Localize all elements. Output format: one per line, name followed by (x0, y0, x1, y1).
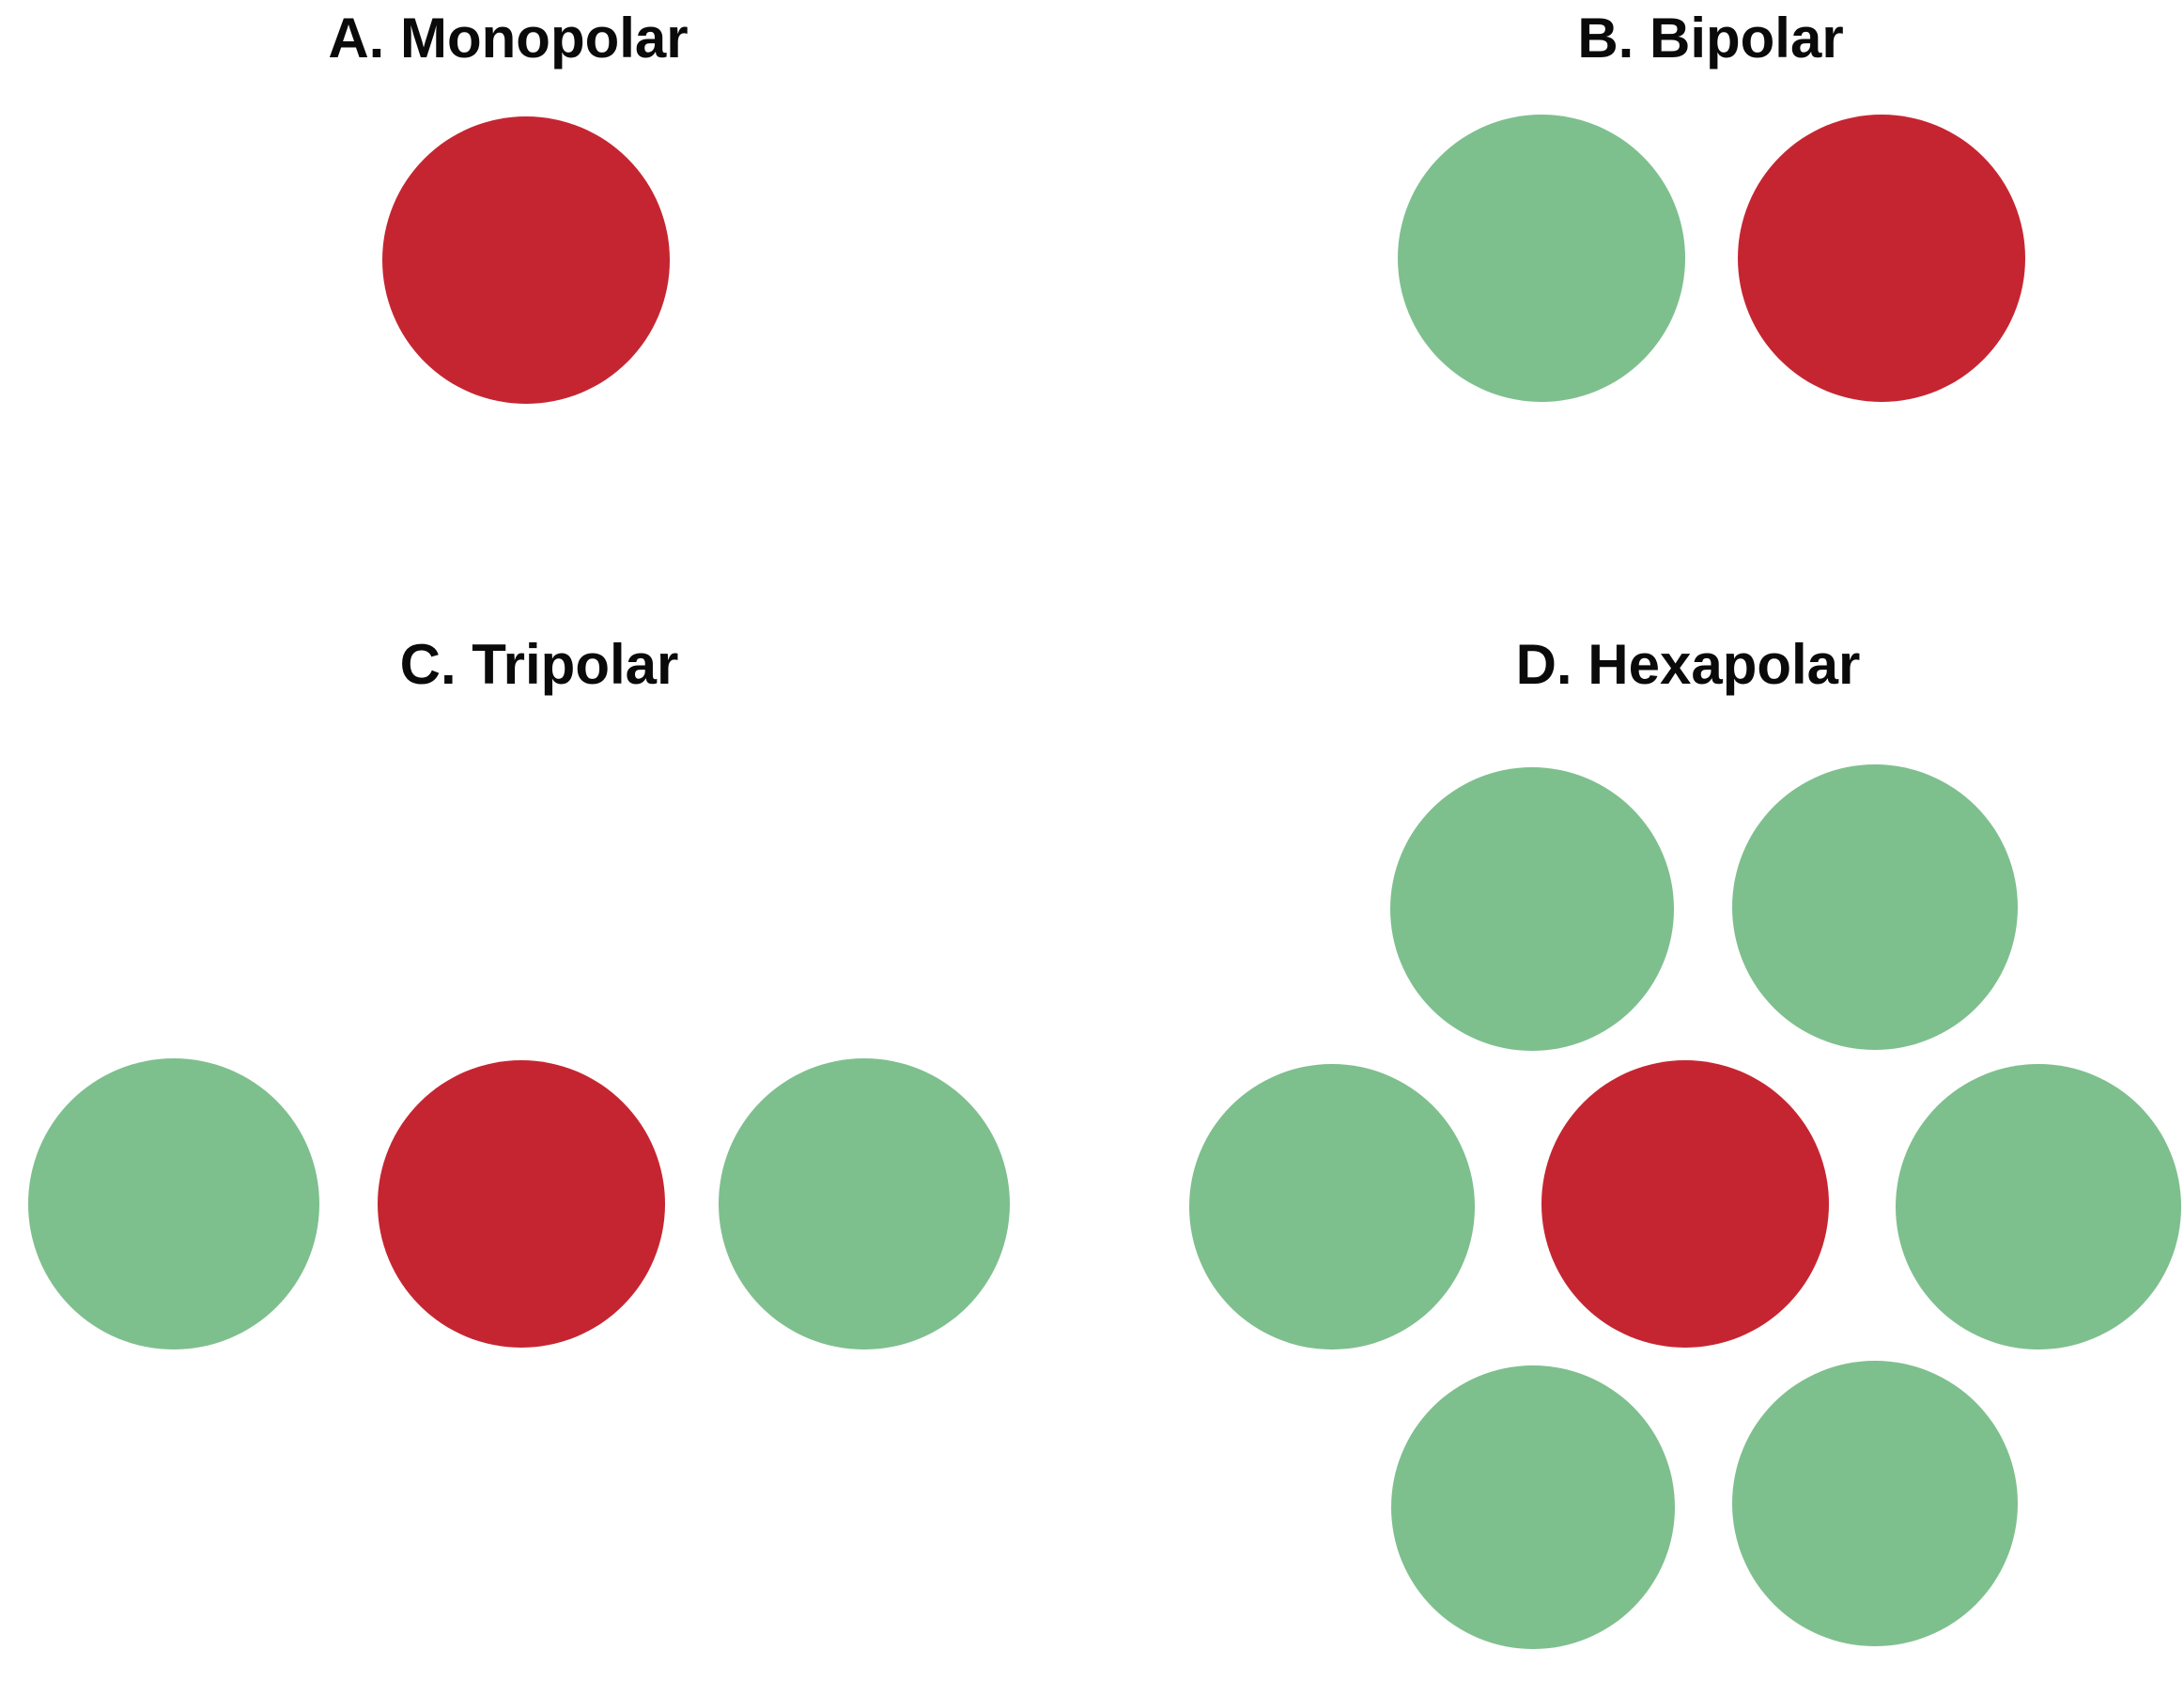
panel-title-monopolar: A. Monopolar (328, 7, 689, 69)
hexapolar-green-electrode-6 (1391, 1365, 1675, 1649)
tripolar-red-electrode-2 (378, 1060, 665, 1348)
bipolar-green-electrode-1 (1398, 115, 1685, 402)
monopolar-red-electrode-1 (382, 116, 670, 404)
panel-title-tripolar: C. Tripolar (399, 633, 679, 696)
panel-title-hexapolar: D. Hexapolar (1515, 633, 1861, 696)
hexapolar-green-electrode-7 (1732, 1361, 2018, 1646)
hexapolar-green-electrode-5 (1896, 1064, 2181, 1349)
hexapolar-green-electrode-2 (1732, 764, 2018, 1050)
hexapolar-red-electrode-4 (1541, 1060, 1829, 1348)
tripolar-green-electrode-3 (719, 1058, 1010, 1349)
panel-title-bipolar: B. Bipolar (1577, 7, 1844, 69)
hexapolar-green-electrode-1 (1390, 767, 1674, 1051)
tripolar-green-electrode-1 (28, 1058, 319, 1349)
hexapolar-green-electrode-3 (1189, 1064, 1475, 1349)
bipolar-red-electrode-2 (1738, 115, 2025, 402)
